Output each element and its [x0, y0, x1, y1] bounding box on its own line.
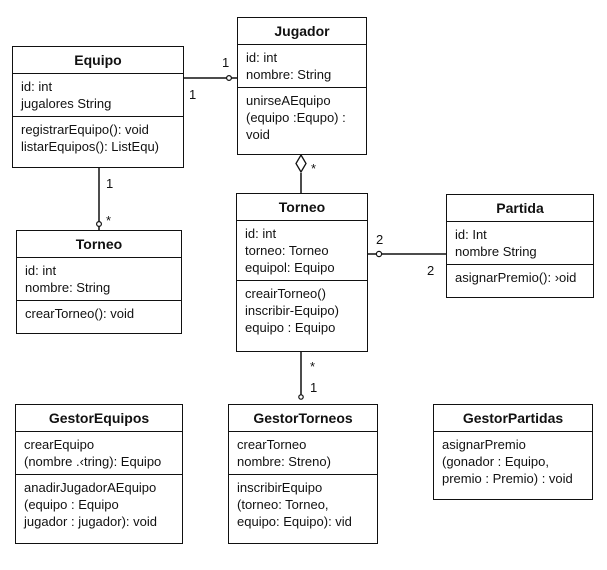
method: jugador : jugador): void — [24, 514, 157, 529]
aggregation-diamond — [295, 153, 307, 174]
endpoint-circle — [95, 221, 102, 228]
class-gestor-torneos: GestorTorneos crearTorneo nombre: Streno… — [228, 404, 378, 544]
method: creairTorneo() — [245, 286, 326, 301]
attribute: id: int — [245, 226, 277, 241]
multiplicity-label: * — [106, 213, 112, 228]
class-title: GestorTorneos — [229, 405, 377, 432]
methods-section: creairTorneo() inscribir-Equipo) equipo … — [237, 280, 367, 340]
attributes-section: id: int torneo: Torneo equipol: Equipo — [237, 221, 367, 280]
class-torneo-center: Torneo id: int torneo: Torneo equipol: E… — [236, 193, 368, 352]
class-title: Torneo — [17, 231, 181, 258]
multiplicity-label: 1 — [222, 55, 230, 70]
class-gestor-equipos: GestorEquipos crearEquipo (nombre .‹trin… — [15, 404, 183, 544]
attributes-section: id: int nombre: String — [238, 45, 366, 87]
class-jugador: Jugador id: int nombre: String unirseAEq… — [237, 17, 367, 155]
method: listarEquipos(): ListEqu) — [21, 139, 159, 154]
attribute: nombre: String — [25, 280, 111, 295]
methods-section: asignarPremio (gonador : Equipo, premio … — [434, 432, 592, 491]
class-title: Partida — [447, 195, 593, 222]
attributes-section: id: int jugalores String — [13, 74, 183, 116]
endpoint-circle — [375, 250, 383, 258]
class-title: GestorPartidas — [434, 405, 592, 432]
attribute: (nombre .‹tring): Equipo — [24, 454, 162, 469]
multiplicity-label: 1 — [310, 380, 318, 395]
method: registrarEquipo(): void — [21, 122, 149, 137]
method: inscribirEquipo — [237, 480, 323, 495]
method: void — [246, 127, 270, 142]
method: equipo : Equipo — [245, 320, 336, 335]
method: asignarPremio(): ›oid — [455, 270, 577, 285]
class-torneo-left: Torneo id: int nombre: String crearTorne… — [16, 230, 182, 334]
attributes-section: crearEquipo (nombre .‹tring): Equipo — [16, 432, 182, 474]
method: (equipo :Equpo) : — [246, 110, 346, 125]
attribute: nombre String — [455, 244, 537, 259]
attribute: id: int — [246, 50, 278, 65]
attribute: id: Int — [455, 227, 487, 242]
method: inscribir-Equipo) — [245, 303, 339, 318]
class-title: GestorEquipos — [16, 405, 182, 432]
method: premio : Premio) : void — [442, 471, 573, 486]
attribute: nombre: Streno) — [237, 454, 331, 469]
methods-section: unirseAEquipo (equipo :Equpo) : void — [238, 87, 366, 147]
class-gestor-partidas: GestorPartidas asignarPremio (gonador : … — [433, 404, 593, 500]
method: equipo: Equipo): vid — [237, 514, 352, 529]
method: asignarPremio — [442, 437, 526, 452]
methods-section: registrarEquipo(): void listarEquipos():… — [13, 116, 183, 159]
multiplicity-label: 2 — [427, 263, 435, 278]
attribute: torneo: Torneo — [245, 243, 329, 258]
class-title: Torneo — [237, 194, 367, 221]
method: (gonador : Equipo, — [442, 454, 549, 469]
attributes-section: id: Int nombre String — [447, 222, 593, 264]
attribute: jugalores String — [21, 96, 112, 111]
class-title: Jugador — [238, 18, 366, 45]
attribute: crearTorneo — [237, 437, 307, 452]
attribute: id: int — [21, 79, 53, 94]
method: (torneo: Torneo, — [237, 497, 329, 512]
attribute: crearEquipo — [24, 437, 95, 452]
method: crearTorneo(): void — [25, 306, 135, 321]
methods-section: anadirJugadorAEquipo (equipo : Equipo ju… — [16, 474, 182, 534]
class-partida: Partida id: Int nombre String asignarPre… — [446, 194, 594, 298]
class-title: Equipo — [13, 47, 183, 74]
methods-section: inscribirEquipo (torneo: Torneo, equipo:… — [229, 474, 377, 534]
attributes-section: crearTorneo nombre: Streno) — [229, 432, 377, 474]
attribute: equipol: Equipo — [245, 260, 335, 275]
method: unirseAEquipo — [246, 93, 331, 108]
multiplicity-label: 1 — [106, 176, 114, 191]
method: anadirJugadorAEquipo — [24, 480, 157, 495]
attribute: id: int — [25, 263, 57, 278]
class-equipo: Equipo id: int jugalores String registra… — [12, 46, 184, 168]
attribute: nombre: String — [246, 67, 332, 82]
methods-section: asignarPremio(): ›oid — [447, 264, 593, 290]
method: (equipo : Equipo — [24, 497, 119, 512]
multiplicity-label: 1 — [189, 87, 197, 102]
endpoint-circle — [298, 394, 304, 400]
endpoint-circle — [226, 74, 233, 81]
multiplicity-label: * — [310, 359, 316, 374]
attributes-section: id: int nombre: String — [17, 258, 181, 300]
multiplicity-label: * — [311, 161, 317, 176]
multiplicity-label: 2 — [376, 232, 384, 247]
methods-section: crearTorneo(): void — [17, 300, 181, 326]
